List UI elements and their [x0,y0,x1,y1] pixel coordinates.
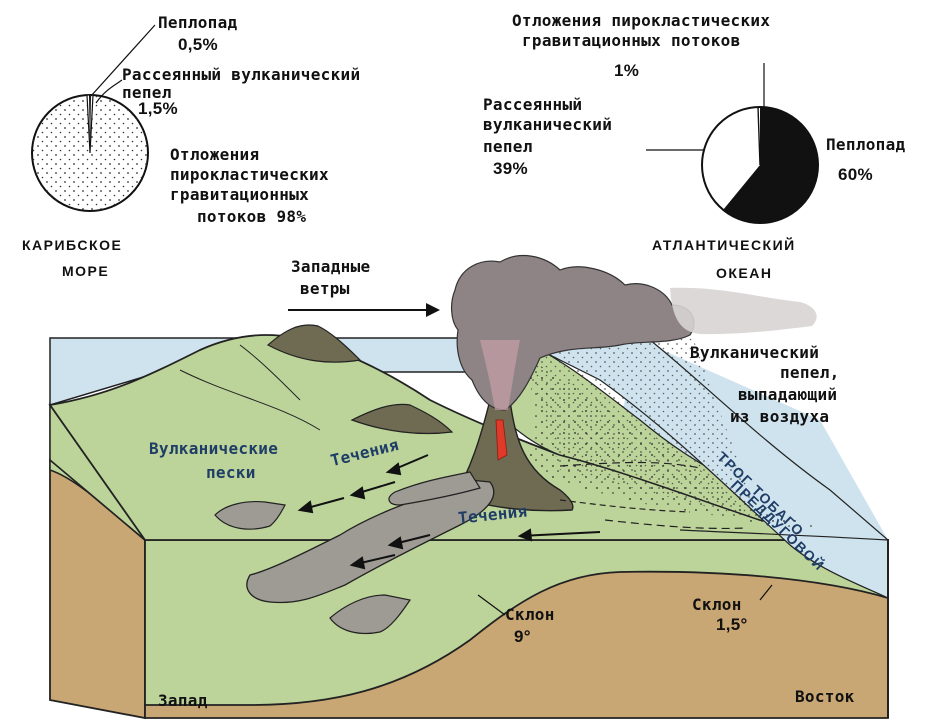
westerly-winds-line2: ветры [300,279,350,298]
westerly-winds-line1: Западные [291,257,371,276]
atlantic-dispersed-label-line2: вулканический [483,115,613,134]
hill-middle [350,403,454,435]
atlantic-ashfall-label: Пеплопад [826,135,906,154]
airborne-ash-line4: из воздуха [730,407,830,426]
pie-caribbean [31,94,149,212]
caribbean-caption-line2: МОРЕ [62,263,110,279]
atlantic-flows-label-line2: гравитационных потоков [522,31,741,50]
caribbean-dispersed-label-line1: Рассеянный вулканический [122,65,361,84]
volcanic-sands-line2: пески [206,463,256,482]
slope-east-label: Склон [692,595,742,614]
deposit-lower [329,594,411,635]
slope-west-label: Склон [505,605,555,624]
caribbean-caption-line1: КАРИБСКОЕ [22,237,123,253]
current-arrows [297,454,601,570]
atlantic-ashfall-value: 60% [838,165,873,184]
caribbean-leader-lines [90,24,156,104]
flow-lobe-main [246,479,495,604]
atlantic-dispersed-value: 39% [493,159,528,178]
atlantic-caption-line1: АТЛАНТИЧЕСКИЙ [652,237,796,253]
slope-east-value: 1,5° [716,615,748,634]
airborne-ash-line2: пепел, [780,363,840,382]
hill-back [266,324,362,363]
airborne-ash-line3: выпадающий [738,385,838,404]
atlantic-dispersed-label-line1: Рассеянный [483,95,583,114]
caribbean-flows-label-line2: пирокластических [170,165,329,184]
east-label: Восток [795,687,855,706]
westerly-winds-arrow [288,303,440,317]
caribbean-ashfall-value: 0,5% [178,35,218,54]
airborne-ash-rays [520,330,760,520]
slope-west-value: 9° [514,627,531,646]
volcanic-sands-deposit [214,500,286,530]
airborne-ash-line1: Вулканический [690,343,820,362]
west-label: Запад [158,691,208,710]
caribbean-flows-label-line4: потоков 98% [197,207,307,226]
caribbean-flows-label-line3: гравитационных [170,185,310,204]
pie-atlantic [701,106,819,224]
atlantic-leader-lines [646,63,765,151]
atlantic-dispersed-label-line3: пепел [483,137,533,156]
caribbean-dispersed-value: 1,5% [138,99,178,118]
ash-plume-drift [670,287,817,335]
eruption-column [480,340,520,410]
atlantic-flows-value: 1% [614,61,640,80]
lava-stream [495,419,508,461]
caribbean-ashfall-label: Пеплопад [158,13,238,32]
atlantic-caption-line2: ОКЕАН [716,265,773,281]
caribbean-flows-label-line1: Отложения [170,145,260,164]
flow-lobe-upper [388,471,481,506]
volcanic-sands-line1: Вулканические [149,439,279,458]
atlantic-flows-label-line1: Отложения пирокластических [512,11,771,30]
caribbean-dispersed-label-line2: пепел [122,83,172,102]
